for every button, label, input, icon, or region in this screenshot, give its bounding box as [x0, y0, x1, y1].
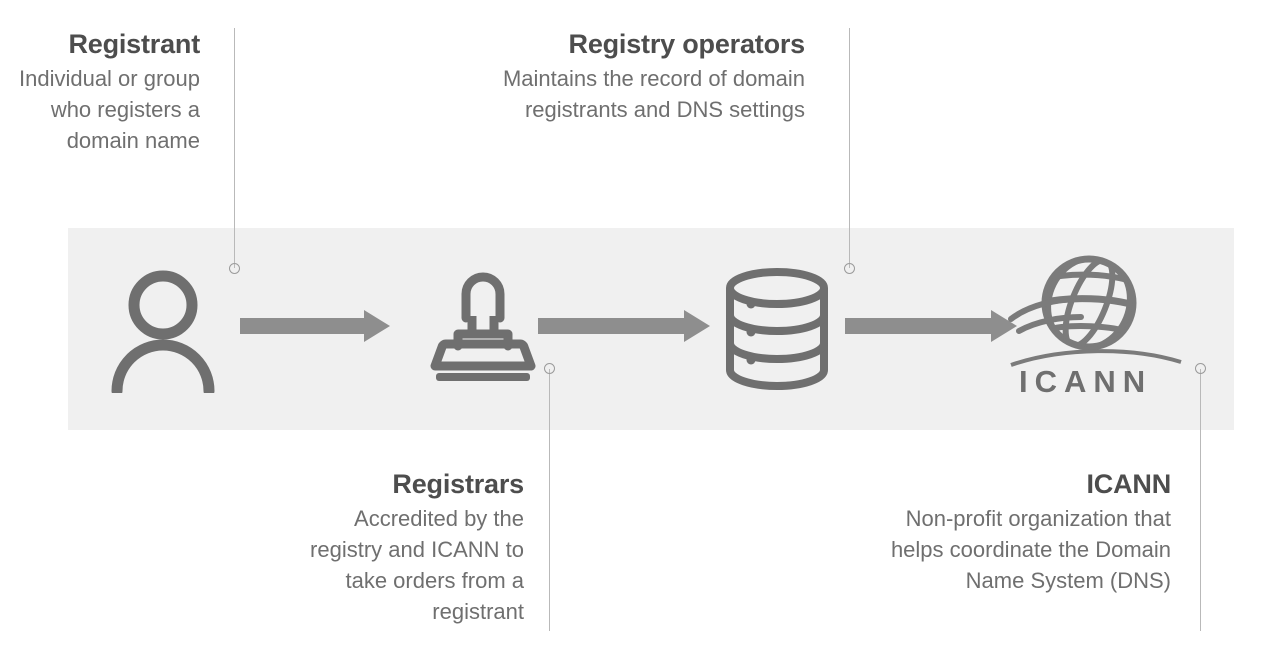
stamp-icon: [428, 272, 538, 384]
label-registrars: Registrars Accredited by the registry an…: [290, 468, 524, 628]
connector-line-registrant: [234, 28, 235, 268]
label-icann-title: ICANN: [1086, 469, 1172, 499]
arrow-registry-to-icann: [845, 310, 1017, 342]
connector-line-registrars: [549, 369, 550, 631]
label-registrars-title: Registrars: [392, 469, 524, 499]
label-icann-description: Non-profit organization that helps coord…: [890, 505, 1171, 594]
label-registrant: Registrant Individual or group who regis…: [0, 28, 200, 156]
label-icann: ICANN Non-profit organization that helps…: [880, 468, 1171, 596]
database-icon: [725, 268, 830, 390]
connector-dot-icann: [1195, 363, 1206, 374]
person-icon: [110, 268, 240, 397]
connector-line-registry-operators: [849, 28, 850, 268]
connector-dot-registrars: [544, 363, 555, 374]
label-registry-operators-description: Maintains the record of domain registran…: [502, 65, 805, 122]
connector-line-icann: [1200, 369, 1201, 631]
label-registrant-title: Registrant: [68, 29, 200, 59]
label-registrant-description: Individual or group who registers a doma…: [18, 65, 200, 154]
arrow-registrar-to-registry: [538, 310, 710, 342]
icann-wordmark: ICANN: [1019, 364, 1153, 399]
label-registry-operators-title: Registry operators: [568, 29, 806, 59]
connector-dot-registry-operators: [844, 263, 855, 274]
arrow-registrant-to-registrar: [240, 310, 390, 342]
label-registry-operators: Registry operators Maintains the record …: [500, 28, 805, 125]
label-registrars-description: Accredited by the registry and ICANN to …: [310, 505, 524, 625]
connector-dot-registrant: [229, 263, 240, 274]
icann-globe-logo: [1005, 255, 1185, 375]
